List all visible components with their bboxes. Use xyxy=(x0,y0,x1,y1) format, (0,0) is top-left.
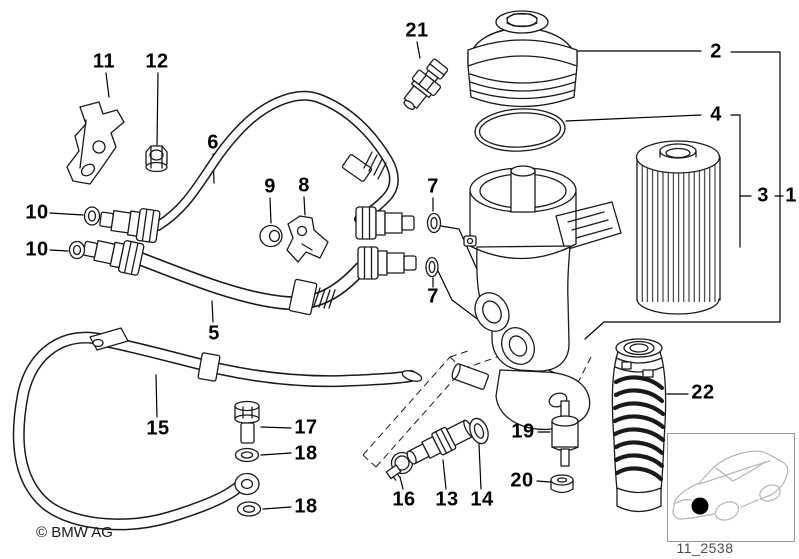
part-19-mount xyxy=(551,400,579,467)
engine-location-dot xyxy=(691,497,709,515)
filter-housing xyxy=(451,165,622,431)
housing-pipe-stub xyxy=(451,363,490,390)
car-icon xyxy=(672,450,789,521)
part-label-15[interactable]: 15 xyxy=(146,417,170,440)
part-2-filter-cap xyxy=(467,10,578,108)
part-14-washer xyxy=(469,417,489,445)
part-label-1[interactable]: 1 xyxy=(785,184,797,207)
hose-6 xyxy=(153,90,399,231)
part-label-13[interactable]: 13 xyxy=(435,488,459,511)
part-label-21[interactable]: 21 xyxy=(405,19,429,42)
car-thumbnail xyxy=(667,433,795,542)
part-label-3[interactable]: 3 xyxy=(757,184,769,207)
hose-15-clip xyxy=(89,327,129,351)
oring-7-lower xyxy=(425,256,439,278)
part-label-4[interactable]: 4 xyxy=(710,103,722,126)
oring-10-upper xyxy=(83,206,101,226)
part-label-11[interactable]: 11 xyxy=(92,50,116,73)
part-18-washer-lower xyxy=(236,501,262,517)
hose-15-open-end xyxy=(401,370,423,382)
oring-7-upper xyxy=(426,212,442,234)
diagram-code: 11_2538 xyxy=(676,540,734,556)
housing-port-lower xyxy=(501,327,535,365)
part-label-18-upper[interactable]: 18 xyxy=(294,442,318,465)
part-label-20[interactable]: 20 xyxy=(510,469,534,492)
hose-15 xyxy=(12,327,423,531)
part-label-12[interactable]: 12 xyxy=(145,50,169,73)
part-12-nut xyxy=(145,145,168,173)
part-label-9[interactable]: 9 xyxy=(264,175,276,198)
part-label-18-lower[interactable]: 18 xyxy=(294,495,318,518)
part-9-grommet xyxy=(259,224,283,248)
part-label-5[interactable]: 5 xyxy=(208,322,220,345)
part-label-8[interactable]: 8 xyxy=(298,174,310,197)
part-label-17[interactable]: 17 xyxy=(294,416,318,439)
hose-6-fitting-right xyxy=(355,206,415,240)
part-17-bolt xyxy=(234,400,260,444)
part-13-fitting xyxy=(406,419,475,465)
part-label-22[interactable]: 22 xyxy=(691,381,715,404)
part-label-10-upper[interactable]: 10 xyxy=(25,201,49,224)
part-16-clamp xyxy=(385,451,414,481)
part-label-7-upper[interactable]: 7 xyxy=(427,175,439,198)
part-label-19[interactable]: 19 xyxy=(511,420,535,443)
part-11-bracket xyxy=(66,101,125,185)
part-label-2[interactable]: 2 xyxy=(710,40,722,63)
hose-5-fitting-right xyxy=(357,246,417,280)
hose-15-sleeve xyxy=(197,352,221,382)
hose-5-sleeve xyxy=(288,278,318,316)
hose-6-hatch xyxy=(363,151,387,180)
part-21-sensor xyxy=(403,58,449,110)
part-8-bracket xyxy=(286,215,329,263)
part-label-7-lower[interactable]: 7 xyxy=(427,285,439,308)
oring-10-lower xyxy=(68,240,86,260)
hose-5-hatch xyxy=(313,287,336,309)
hose-5 xyxy=(134,252,367,316)
banjo-fitting xyxy=(234,472,260,496)
part-4-oring xyxy=(474,108,566,152)
part-20-grommet xyxy=(550,474,574,494)
part-label-14[interactable]: 14 xyxy=(470,488,494,511)
part-22-spiral xyxy=(611,338,667,513)
part-label-10-lower[interactable]: 10 xyxy=(25,238,49,261)
copyright-notice: © BMW AG xyxy=(36,524,113,541)
hose-5-fitting-left xyxy=(80,231,145,277)
part-label-16[interactable]: 16 xyxy=(392,488,416,511)
part-label-6[interactable]: 6 xyxy=(207,131,219,154)
hose-6-fitting-left xyxy=(97,202,161,244)
hose-6-band xyxy=(341,154,373,182)
part-3-filter-element xyxy=(635,140,721,315)
housing-port-upper xyxy=(474,292,510,332)
part-18-washer-upper xyxy=(234,447,260,463)
